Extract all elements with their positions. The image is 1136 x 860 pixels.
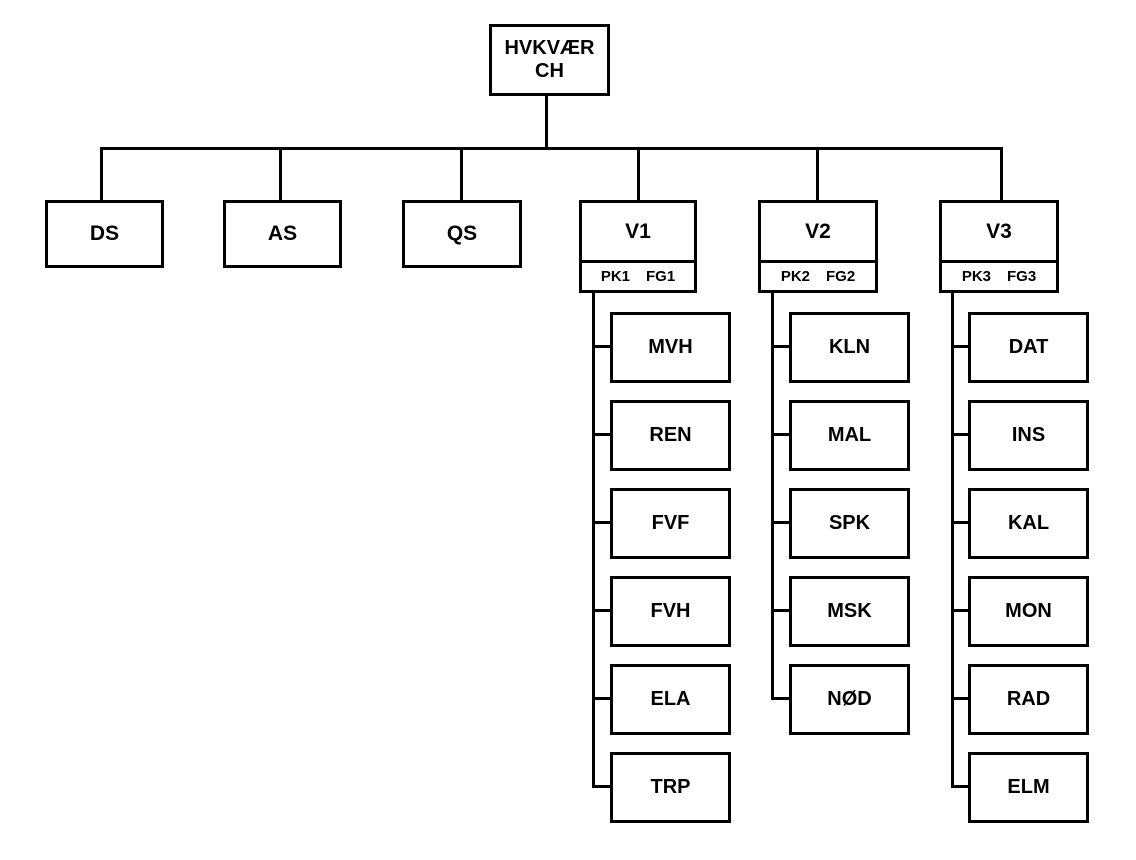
connector-v2-stub-2: [771, 433, 789, 436]
org-box-ds: DS: [45, 200, 164, 268]
kal-label: KAL: [1007, 512, 1050, 534]
connector-v3-stub-6: [951, 785, 968, 788]
connector-v1-stub-6: [592, 785, 610, 788]
ren-label: REN: [649, 424, 692, 446]
org-box-v3-tags: PK3 FG3: [939, 260, 1059, 293]
v2-label: V2: [805, 219, 831, 243]
connector-v3-stub-2: [951, 433, 968, 436]
ds-label: DS: [89, 222, 120, 245]
connector-v1-stub-3: [592, 521, 610, 524]
connector-level1-horizontal: [100, 147, 1003, 150]
v2-tag-pk: PK2: [780, 268, 810, 285]
org-box-mal: MAL: [789, 400, 910, 471]
org-box-ren: REN: [610, 400, 731, 471]
connector-v1-stub-2: [592, 433, 610, 436]
connector-v2-stub-1: [771, 345, 789, 348]
org-box-msk: MSK: [789, 576, 910, 647]
org-box-kal: KAL: [968, 488, 1089, 559]
root-label-line2: CH: [535, 60, 564, 82]
connector-v2-trunk: [771, 293, 774, 700]
org-box-qs: QS: [402, 200, 522, 268]
kln-label: KLN: [828, 336, 871, 358]
qs-label: QS: [446, 222, 478, 245]
org-box-fvf: FVF: [610, 488, 731, 559]
connector-root-trunk: [545, 93, 548, 150]
v1-label: V1: [625, 219, 651, 243]
org-box-mvh: MVH: [610, 312, 731, 383]
org-box-v1: V1: [579, 200, 697, 263]
org-box-as: AS: [223, 200, 342, 268]
v3-label: V3: [986, 219, 1012, 243]
org-box-ela: ELA: [610, 664, 731, 735]
v1-tag-fg: FG1: [646, 268, 676, 285]
connector-drop-v1: [637, 147, 640, 200]
org-box-root: HVKVÆR CH: [489, 24, 610, 96]
connector-v1-stub-1: [592, 345, 610, 348]
ela-label: ELA: [650, 688, 691, 710]
connector-drop-as: [279, 147, 282, 200]
org-box-fvh: FVH: [610, 576, 731, 647]
connector-drop-qs: [460, 147, 463, 200]
connector-v2-stub-4: [771, 609, 789, 612]
org-box-v1-tags: PK1 FG1: [579, 260, 697, 293]
mvh-label: MVH: [648, 336, 693, 358]
connector-v3-stub-5: [951, 697, 968, 700]
v3-tag-pk: PK3: [961, 268, 991, 285]
org-box-elm: ELM: [968, 752, 1089, 823]
connector-v3-stub-3: [951, 521, 968, 524]
connector-v3-stub-4: [951, 609, 968, 612]
org-box-rad: RAD: [968, 664, 1089, 735]
spk-label: SPK: [828, 512, 871, 534]
connector-v2-stub-5: [771, 697, 789, 700]
connector-v1-stub-4: [592, 609, 610, 612]
nod-label: NØD: [827, 688, 872, 710]
connector-v3-stub-1: [951, 345, 968, 348]
org-box-dat: DAT: [968, 312, 1089, 383]
fvf-label: FVF: [651, 512, 690, 534]
org-box-nod: NØD: [789, 664, 910, 735]
org-box-v2-tags: PK2 FG2: [758, 260, 878, 293]
org-box-mon: MON: [968, 576, 1089, 647]
as-label: AS: [267, 222, 298, 245]
ins-label: INS: [1011, 424, 1046, 446]
org-box-trp: TRP: [610, 752, 731, 823]
connector-drop-v3: [1000, 147, 1003, 200]
org-box-spk: SPK: [789, 488, 910, 559]
connector-v1-stub-5: [592, 697, 610, 700]
connector-v3-trunk: [951, 293, 954, 788]
connector-drop-ds: [100, 147, 103, 200]
v1-tag-pk: PK1: [600, 268, 630, 285]
connector-v1-trunk: [592, 293, 595, 788]
v3-tag-fg: FG3: [1007, 268, 1037, 285]
connector-v2-stub-3: [771, 521, 789, 524]
mal-label: MAL: [827, 424, 872, 446]
mon-label: MON: [1005, 600, 1052, 622]
rad-label: RAD: [1006, 688, 1051, 710]
org-box-v3: V3: [939, 200, 1059, 263]
connector-drop-v2: [816, 147, 819, 200]
org-box-ins: INS: [968, 400, 1089, 471]
trp-label: TRP: [650, 776, 691, 798]
org-box-v2: V2: [758, 200, 878, 263]
v2-tag-fg: FG2: [826, 268, 856, 285]
org-box-kln: KLN: [789, 312, 910, 383]
elm-label: ELM: [1007, 776, 1050, 798]
dat-label: DAT: [1008, 336, 1049, 358]
fvh-label: FVH: [650, 600, 691, 622]
root-label-line1: HVKVÆR: [504, 37, 595, 59]
msk-label: MSK: [827, 600, 872, 622]
